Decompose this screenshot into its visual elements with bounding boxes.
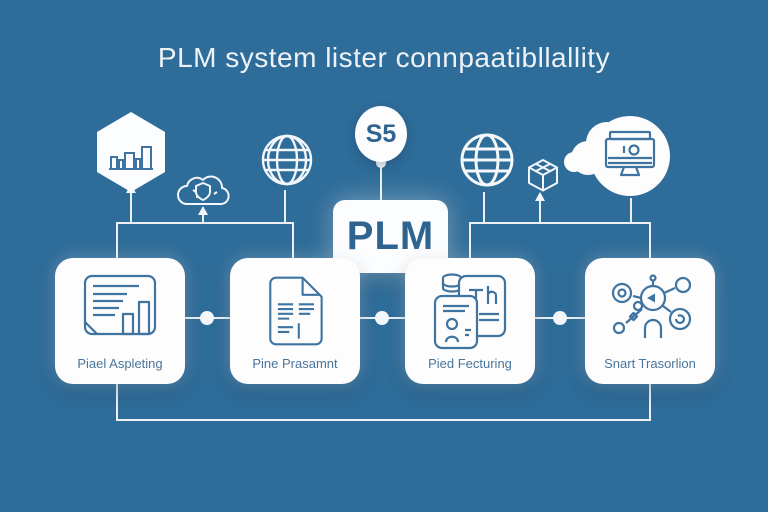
card-label: Pied Fecturing (428, 356, 512, 371)
globe-icon-2 (460, 133, 514, 187)
bar-chart-hexagon-icon (97, 112, 165, 192)
card-stacked-documents: Pied Fecturing (405, 258, 535, 384)
cloud-shield-icon (177, 175, 230, 206)
s5-badge-label: S5 (365, 119, 397, 148)
report-chart-icon (83, 274, 157, 336)
card-network: Snart Trasorlion (585, 258, 715, 384)
cube-icon (528, 159, 558, 192)
page-title: PLM system lister connpaatibllallity (157, 42, 611, 73)
card-label: Piael Aspleting (77, 356, 163, 371)
cloud-monitor-icon (564, 116, 670, 196)
document-icon (269, 276, 323, 346)
card-label: Snart Trasorlion (604, 356, 696, 371)
globe-icon (261, 134, 313, 186)
plm-label: PLM (346, 214, 435, 258)
card-label: Pine Prasamnt (252, 356, 338, 371)
s5-badge: S5 (355, 106, 407, 162)
stacked-documents-icon (433, 273, 507, 350)
card-document: Pine Prasamnt (230, 258, 360, 384)
network-nodes-icon (611, 274, 692, 338)
card-report: Piael Aspleting (55, 258, 185, 384)
